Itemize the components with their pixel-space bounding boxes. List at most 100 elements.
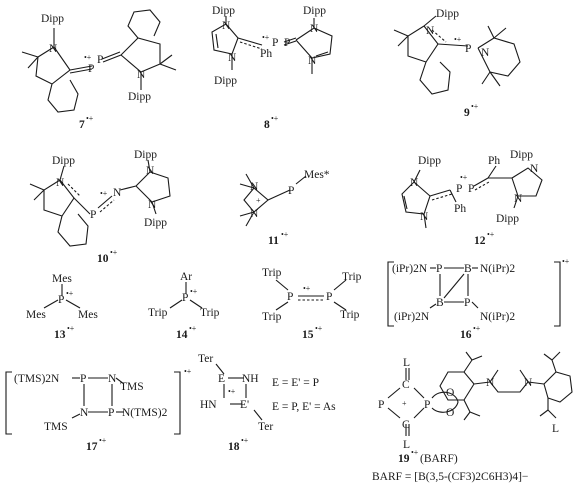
c18-id: 18 (228, 441, 240, 453)
c16-n-top-left: (iPr)2N (392, 263, 428, 275)
c16-id-charge: •+ (473, 324, 481, 333)
c19-o-top: O (446, 387, 454, 399)
c18-nh-top: NH (242, 373, 259, 385)
c10-dipp-right-bottom: Dipp (144, 217, 167, 229)
c12-radical: •+ (460, 173, 468, 182)
c18-radical: •+ (228, 387, 236, 396)
c11-id: 11 (268, 235, 279, 247)
c14-trip-right: Trip (200, 307, 220, 319)
c10-n-left: N (56, 177, 65, 189)
c12-ph-right: Ph (488, 155, 500, 167)
c19-l-top: L (403, 357, 410, 369)
compound-14: Ar P •+ Trip Trip 14 •+ (148, 271, 220, 341)
compound-10: Dipp N P •+ N N N Dipp Dipp 10 •+ (29, 149, 171, 265)
c12-n3: N (530, 163, 539, 175)
c9-id-charge: •+ (471, 102, 479, 111)
c8-id: 8 (264, 119, 270, 131)
c12-id: 12 (474, 235, 486, 247)
c7-id: 7 (79, 119, 85, 131)
c12-n2: N (420, 211, 429, 223)
c15-trip-top-right: Trip (342, 271, 362, 283)
c19-plus: + (402, 399, 407, 408)
c12-p2: P (468, 183, 474, 195)
c18-hn-bottom: HN (200, 399, 217, 411)
c19-p-right: P (424, 399, 430, 411)
c15-trip-bottom-right: Trip (340, 309, 360, 321)
c10-n-lower: N (148, 199, 157, 211)
c16-id: 16 (460, 329, 472, 341)
c8-id-charge: •+ (271, 114, 279, 123)
c12-n4: N (514, 193, 523, 205)
c13-p: P (58, 294, 64, 306)
compound-9: Dipp N •+ P N 9 •+ (393, 8, 521, 119)
c12-dipp-bottom-right: Dipp (496, 213, 519, 225)
c19-barf-formula: BARF = [B(3,5-(CF3)2C6H3)4]− (372, 471, 528, 483)
c11-p: P (288, 185, 294, 197)
c18-id-charge: •+ (241, 436, 249, 445)
c9-p: P (465, 43, 471, 55)
c18-ter-bottom: Ter (258, 421, 273, 433)
c14-ar: Ar (180, 271, 192, 283)
c14-id: 14 (176, 329, 188, 341)
c12-id-charge: •+ (487, 230, 495, 239)
c13-mes-right: Mes (78, 309, 98, 321)
c8-radical: •+ (262, 33, 270, 42)
compound-19: L C P + P O O C L N N L 19 •+ (BARF) BAR… (372, 351, 573, 483)
c10-n-center: N (113, 187, 122, 199)
c19-ligand-n1: N (486, 377, 495, 389)
c17-n-top: N (108, 373, 117, 385)
c16-p-bottom: P (464, 297, 470, 309)
c12-ph-left: Ph (454, 203, 466, 215)
c14-p: P (182, 292, 188, 304)
c8-n3: N (310, 23, 319, 35)
c7-p-left: P (88, 63, 94, 75)
c10-radical: •+ (100, 189, 108, 198)
c19-ligand-n2: N (524, 377, 533, 389)
c10-id: 10 (97, 253, 109, 265)
c10-dipp-top: Dipp (52, 155, 75, 167)
c16-n-bottom-left: (iPr)2N (394, 311, 430, 323)
c16-b-top: B (464, 263, 472, 275)
c9-n-left: N (426, 25, 435, 37)
c18-equation-2: E = P, E' = As (272, 401, 336, 413)
c7-n-left: N (49, 43, 58, 55)
c15-radical: •+ (303, 284, 311, 293)
c13-mes-top: Mes (52, 273, 72, 285)
c18-e1: E (218, 373, 225, 385)
compound-17: (TMS)2N P N TMS N P TMS N(TMS)2 •+ 17 •+ (5, 367, 192, 453)
c17-n-top-left: (TMS)2N (14, 373, 60, 385)
c12-dipp-top-right: Dipp (510, 149, 533, 161)
c19-c-bottom: C (402, 419, 410, 431)
c19-ligand-l: L (552, 423, 559, 435)
compound-13: Mes P •+ Mes Mes 13 •+ (26, 273, 98, 341)
c19-id-charge: •+ (411, 448, 419, 457)
compound-11: N N + P Mes* 11 •+ (239, 169, 330, 247)
compound-15: Trip Trip P •+ P Trip Trip 15 •+ (262, 267, 362, 341)
c11-n-top: N (250, 181, 259, 193)
c8-n2: N (228, 52, 237, 64)
c15-id-charge: •+ (315, 324, 323, 333)
c18-equation-1: E = E' = P (272, 377, 319, 389)
c17-n-bottom-right: N(TMS)2 (122, 407, 168, 419)
c10-id-charge: •+ (110, 248, 118, 257)
c17-p-bottom: P (108, 407, 114, 419)
c9-dipp: Dipp (436, 8, 459, 20)
c15-p1: P (287, 291, 293, 303)
c15-p2: P (326, 291, 332, 303)
c19-id: 19 (398, 453, 410, 465)
c18-ter-top: Ter (198, 353, 213, 365)
c8-dipp-bottom: Dipp (214, 75, 237, 87)
c10-p: P (90, 209, 96, 221)
compound-12: Dipp N N Ph •+ P P Ph N N Dipp Dipp 12 •… (401, 149, 543, 247)
compound-18: Ter E NH •+ HN E' Ter E = E' = P E = P, … (198, 353, 336, 453)
c11-plus: + (256, 196, 261, 205)
c8-p1: P (272, 37, 278, 49)
c7-radical: •+ (84, 53, 92, 62)
c19-barf-suffix: (BARF) (420, 453, 458, 465)
c19-c-top: C (402, 379, 410, 391)
c7-dipp-bottom: Dipp (128, 91, 151, 103)
c18-e2: E' (240, 399, 249, 411)
c14-trip-left: Trip (148, 307, 168, 319)
c8-ph: Ph (260, 48, 272, 60)
c17-p-top: P (80, 373, 86, 385)
